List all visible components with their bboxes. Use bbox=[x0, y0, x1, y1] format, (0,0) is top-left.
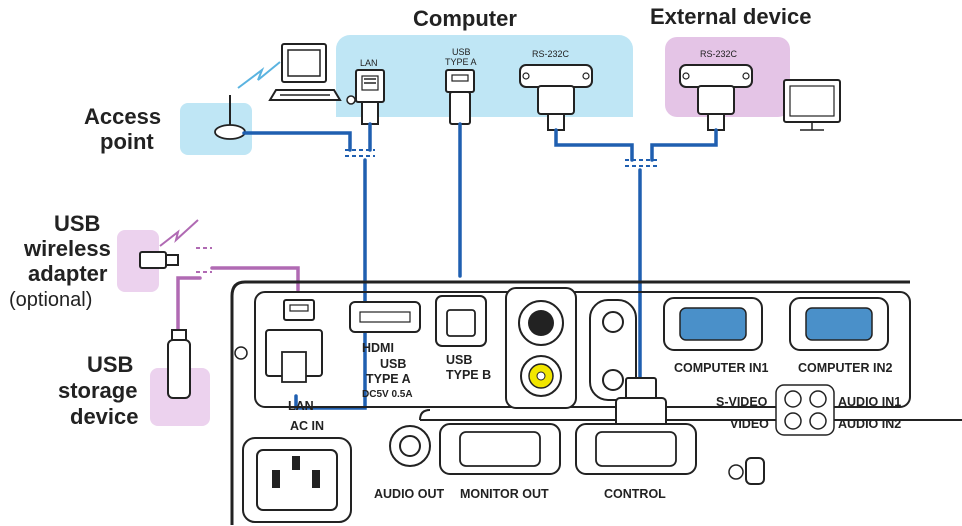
security-lock-icon bbox=[728, 457, 765, 485]
rs232c-cable-computer bbox=[554, 128, 634, 162]
usb-storage-cable bbox=[176, 276, 202, 332]
computer-heading: Computer bbox=[413, 6, 517, 31]
projector-hdmi-slot bbox=[359, 311, 411, 323]
computer-usb-a-port bbox=[445, 69, 475, 125]
computer-in1-port bbox=[663, 297, 763, 351]
computer-lan-label: LAN bbox=[360, 58, 378, 68]
usb-wireless-label-2: wireless bbox=[23, 236, 111, 261]
projector-usb-b-socket bbox=[446, 309, 476, 337]
usb-storage-label-1: USB bbox=[87, 352, 133, 377]
monitor-out-label: MONITOR OUT bbox=[460, 487, 549, 501]
computer-rs232c-label: RS-232C bbox=[532, 49, 570, 59]
usb-wireless-label-1: USB bbox=[54, 211, 100, 236]
audio-out-label: AUDIO OUT bbox=[374, 487, 445, 501]
computer-in2-label: COMPUTER IN2 bbox=[798, 361, 893, 375]
computer-in2-port bbox=[789, 297, 889, 351]
access-point-label-2: point bbox=[100, 129, 154, 154]
audio-in2-label: AUDIO IN2 bbox=[838, 417, 901, 431]
projector-rear-panel bbox=[230, 280, 962, 525]
ac-inlet-icon bbox=[242, 437, 352, 523]
control-label: CONTROL bbox=[604, 487, 666, 501]
projector-usb-a-power-label: DC5V 0.5A bbox=[362, 389, 413, 400]
projector-usb-b-label-1: USB bbox=[446, 353, 472, 367]
computer-rs232c-port bbox=[519, 64, 593, 131]
usb-wireless-cable bbox=[210, 266, 300, 292]
usb-wireless-label-3: adapter bbox=[28, 261, 108, 286]
rs232c-cable-external bbox=[650, 128, 718, 162]
audio-in1-label: AUDIO IN1 bbox=[838, 395, 901, 409]
vga-port-icon bbox=[439, 423, 561, 475]
ac-in-label: AC IN bbox=[290, 419, 324, 433]
projector-usb-a-slot bbox=[289, 304, 309, 312]
wifi-signal-icon bbox=[237, 61, 281, 89]
rs232c-cable-join bbox=[625, 159, 660, 167]
computer-usb-label-2: TYPE A bbox=[445, 57, 477, 67]
computer-in1-label: COMPUTER IN1 bbox=[674, 361, 769, 375]
access-point-label-1: Access bbox=[84, 104, 161, 129]
usb-wireless-zone bbox=[117, 230, 159, 292]
rca-port-icon bbox=[520, 355, 562, 397]
projector-usb-b-label-2: TYPE B bbox=[446, 368, 491, 382]
external-rs232c-label: RS-232C bbox=[700, 49, 738, 59]
control-port bbox=[575, 423, 697, 475]
projector-hdmi-label: HDMI bbox=[362, 341, 394, 355]
computer-icon bbox=[268, 43, 356, 105]
usb-wireless-join bbox=[196, 247, 212, 273]
projector-lan-label: LAN bbox=[288, 399, 314, 413]
computer-lan-port bbox=[355, 69, 385, 125]
usb-wireless-signal-icon bbox=[159, 219, 199, 247]
projector-lan-plug bbox=[281, 351, 307, 383]
usb-storage-icon bbox=[167, 329, 191, 399]
usb-storage-label-2: storage bbox=[58, 378, 137, 403]
av-input-block bbox=[775, 384, 835, 436]
external-rs232c-port bbox=[679, 64, 753, 131]
projector-usb-a-label-1: USB bbox=[380, 357, 406, 371]
lan-cable-join bbox=[345, 149, 375, 157]
usb-storage-label-3: device bbox=[70, 404, 139, 429]
usb-wireless-adapter-icon bbox=[139, 251, 179, 269]
video-label: VIDEO bbox=[730, 417, 769, 431]
external-device-heading: External device bbox=[650, 4, 811, 29]
computer-usb-label-1: USB bbox=[452, 47, 471, 57]
audio-jack-block bbox=[589, 299, 637, 401]
monitor-icon bbox=[783, 79, 841, 131]
s-video-label: S-VIDEO bbox=[716, 395, 768, 409]
usb-wireless-label-4: (optional) bbox=[9, 289, 92, 311]
lan-cable-access-point bbox=[242, 131, 352, 152]
projector-usb-a-label-2: TYPE A bbox=[366, 372, 411, 386]
audio-out-port bbox=[389, 425, 431, 467]
